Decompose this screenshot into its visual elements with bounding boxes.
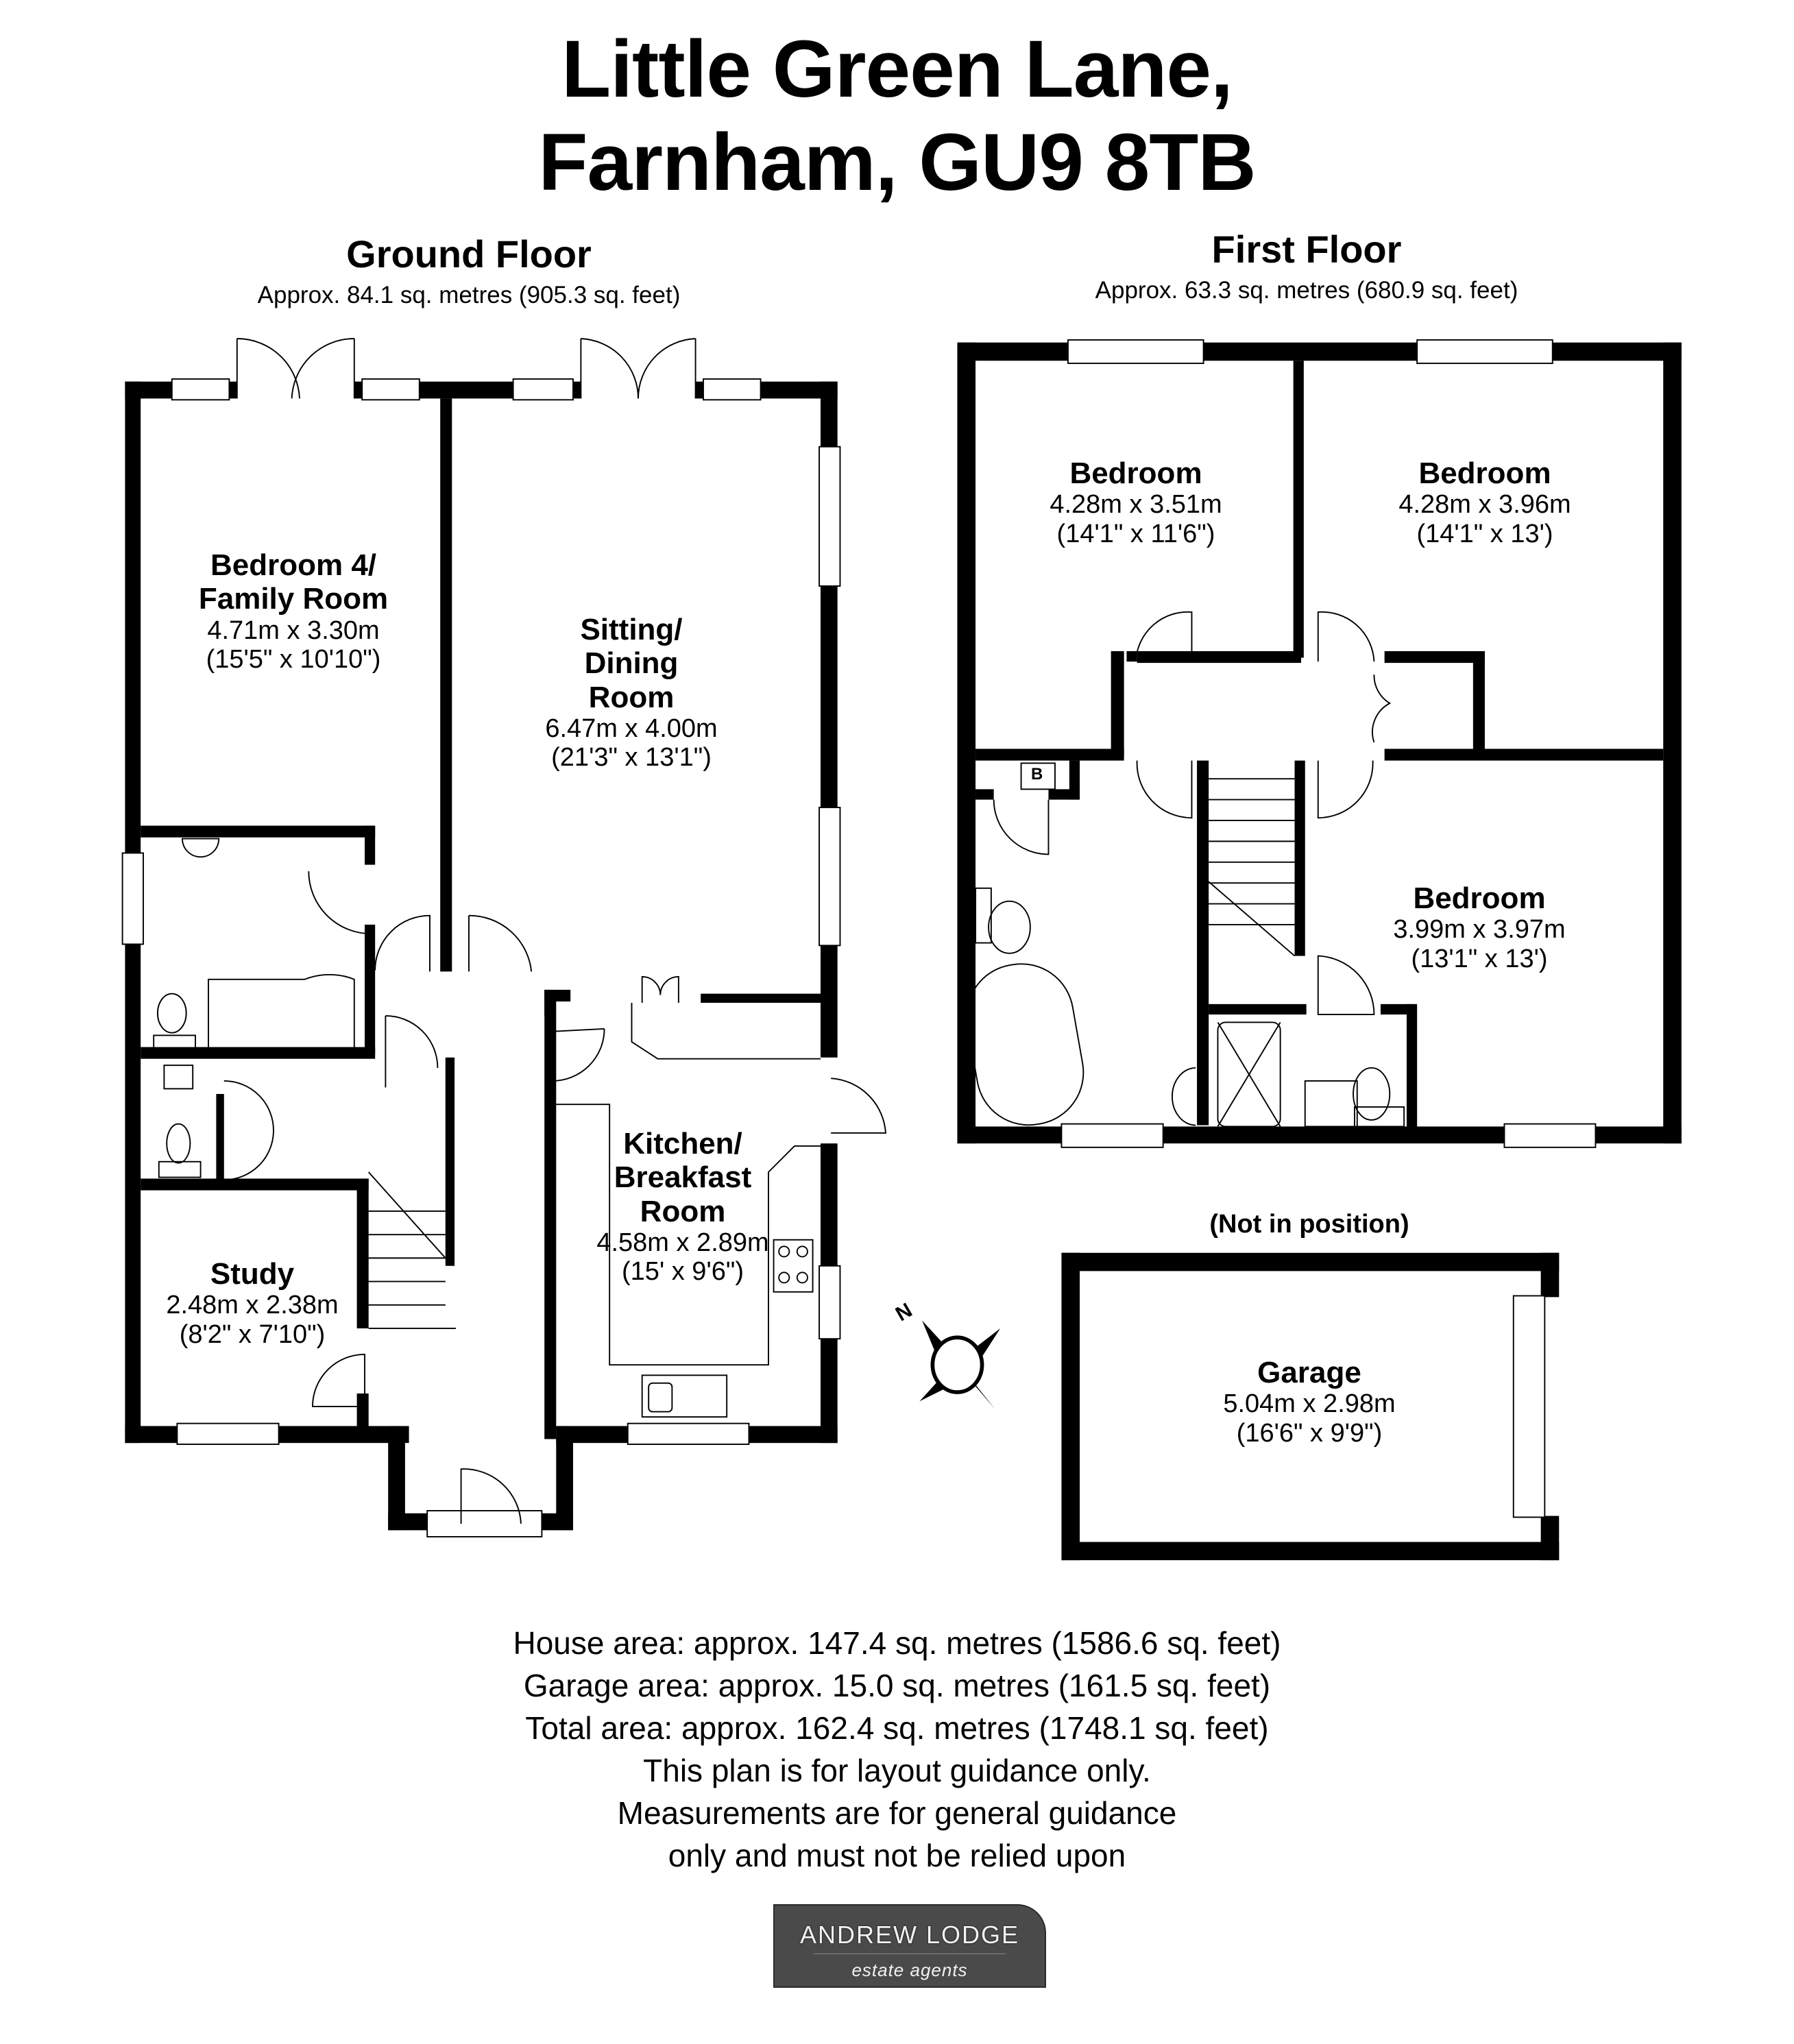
garage-door: [1512, 1295, 1546, 1518]
logo-tagline: estate agents: [851, 1960, 968, 1980]
room-name: Study: [210, 1257, 295, 1291]
room-dimensions-imperial: (14'1" x 11'6"): [1056, 519, 1215, 548]
room-dimensions-metric: 6.47m x 4.00m: [545, 714, 718, 743]
room-dimensions-imperial: (21'3" x 13'1"): [551, 743, 712, 772]
room-garage: Garage 5.04m x 2.98m (16'6" x 9'9"): [1223, 1356, 1395, 1448]
room-dimensions-imperial: (8'2" x 7'10"): [179, 1319, 326, 1349]
house-area-line: House area: approx. 147.4 sq. metres (15…: [513, 1625, 1281, 1661]
room-bedroom-3: Bedroom 3.99m x 3.97m (13'1" x 13'): [1393, 881, 1565, 973]
room-bedroom-1: Bedroom 4.28m x 3.51m (14'1" x 11'6"): [1050, 457, 1222, 548]
room-name: Bedroom: [1413, 881, 1546, 915]
room-dimensions-metric: 5.04m x 2.98m: [1223, 1389, 1396, 1419]
room-name: Bedroom: [1418, 457, 1551, 490]
room-dimensions-imperial: (15'5" x 10'10"): [206, 645, 381, 674]
room-sitting-dining: Sitting/ Dining Room 6.47m x 4.00m (21'3…: [545, 613, 717, 772]
room-bedroom-2: Bedroom 4.28m x 3.96m (14'1" x 13'): [1398, 457, 1571, 548]
agent-logo: ANDREW LODGE estate agents: [773, 1904, 1046, 1988]
logo-brand: ANDREW LODGE: [799, 1921, 1020, 1949]
property-title-line1: Little Green Lane,: [561, 24, 1233, 114]
first-floor-area: Approx. 63.3 sq. metres (680.9 sq. feet): [1095, 277, 1518, 304]
room-dimensions-metric: 4.28m x 3.96m: [1398, 490, 1571, 520]
room-kitchen-breakfast: Kitchen/ Breakfast Room 4.58m x 2.89m (1…: [596, 1127, 768, 1287]
garage-walls: [1061, 1252, 1560, 1561]
ground-floor-area: Approx. 84.1 sq. metres (905.3 sq. feet): [257, 282, 681, 308]
boiler-label: B: [1031, 765, 1043, 783]
fixtures: [153, 838, 821, 1418]
room-dimensions-imperial: (14'1" x 13'): [1416, 519, 1553, 548]
door-swings: [223, 338, 886, 1524]
room-dimensions-metric: 4.71m x 3.30m: [207, 616, 380, 645]
room-name: Garage: [1257, 1356, 1361, 1389]
room-dimensions-metric: 4.58m x 2.89m: [596, 1228, 769, 1257]
room-dimensions-imperial: (15' x 9'6"): [622, 1257, 744, 1287]
property-title-line2: Farnham, GU9 8TB: [538, 117, 1256, 208]
room-name: Dining: [584, 646, 679, 681]
disclaimer-line: only and must not be relied upon: [668, 1838, 1126, 1873]
first-floor-fixtures: [966, 611, 1405, 1128]
total-area-line: Total area: approx. 162.4 sq. metres (17…: [525, 1710, 1269, 1746]
area-notes: House area: approx. 147.4 sq. metres (15…: [0, 1622, 1794, 1877]
compass-rose-icon: [919, 1320, 1001, 1409]
garage-area-line: Garage area: approx. 15.0 sq. metres (16…: [523, 1668, 1271, 1703]
room-dimensions-imperial: (13'1" x 13'): [1411, 944, 1548, 973]
room-dimensions-metric: 2.48m x 2.38m: [166, 1291, 339, 1320]
room-name: Sitting/: [580, 613, 683, 646]
disclaimer-line: Measurements are for general guidance: [617, 1795, 1177, 1831]
first-floor-title: First Floor: [1211, 228, 1402, 271]
room-name: Room: [640, 1194, 726, 1228]
room-name: Room: [588, 680, 675, 714]
ground-floor-title: Ground Floor: [346, 232, 592, 276]
room-study: Study 2.48m x 2.38m (8'2" x 7'10"): [166, 1257, 338, 1349]
room-name: Bedroom: [1069, 457, 1202, 490]
room-name: Kitchen/: [623, 1127, 742, 1160]
room-dimensions-metric: 4.28m x 3.51m: [1050, 490, 1222, 520]
garage-not-in-position-note: (Not in position): [1209, 1210, 1409, 1239]
room-dimensions-metric: 3.99m x 3.97m: [1393, 915, 1566, 945]
room-dimensions-imperial: (16'6" x 9'9"): [1236, 1418, 1383, 1448]
room-bedroom-4-family: Bedroom 4/ Family Room 4.71m x 3.30m (15…: [199, 548, 388, 674]
disclaimer-line: This plan is for layout guidance only.: [643, 1753, 1151, 1788]
room-name: Breakfast: [614, 1160, 752, 1195]
ground-floor-windows: [121, 378, 841, 1537]
first-floor-windows: [1060, 339, 1597, 1148]
room-name: Family Room: [198, 582, 389, 616]
room-name: Bedroom 4/: [210, 548, 377, 582]
